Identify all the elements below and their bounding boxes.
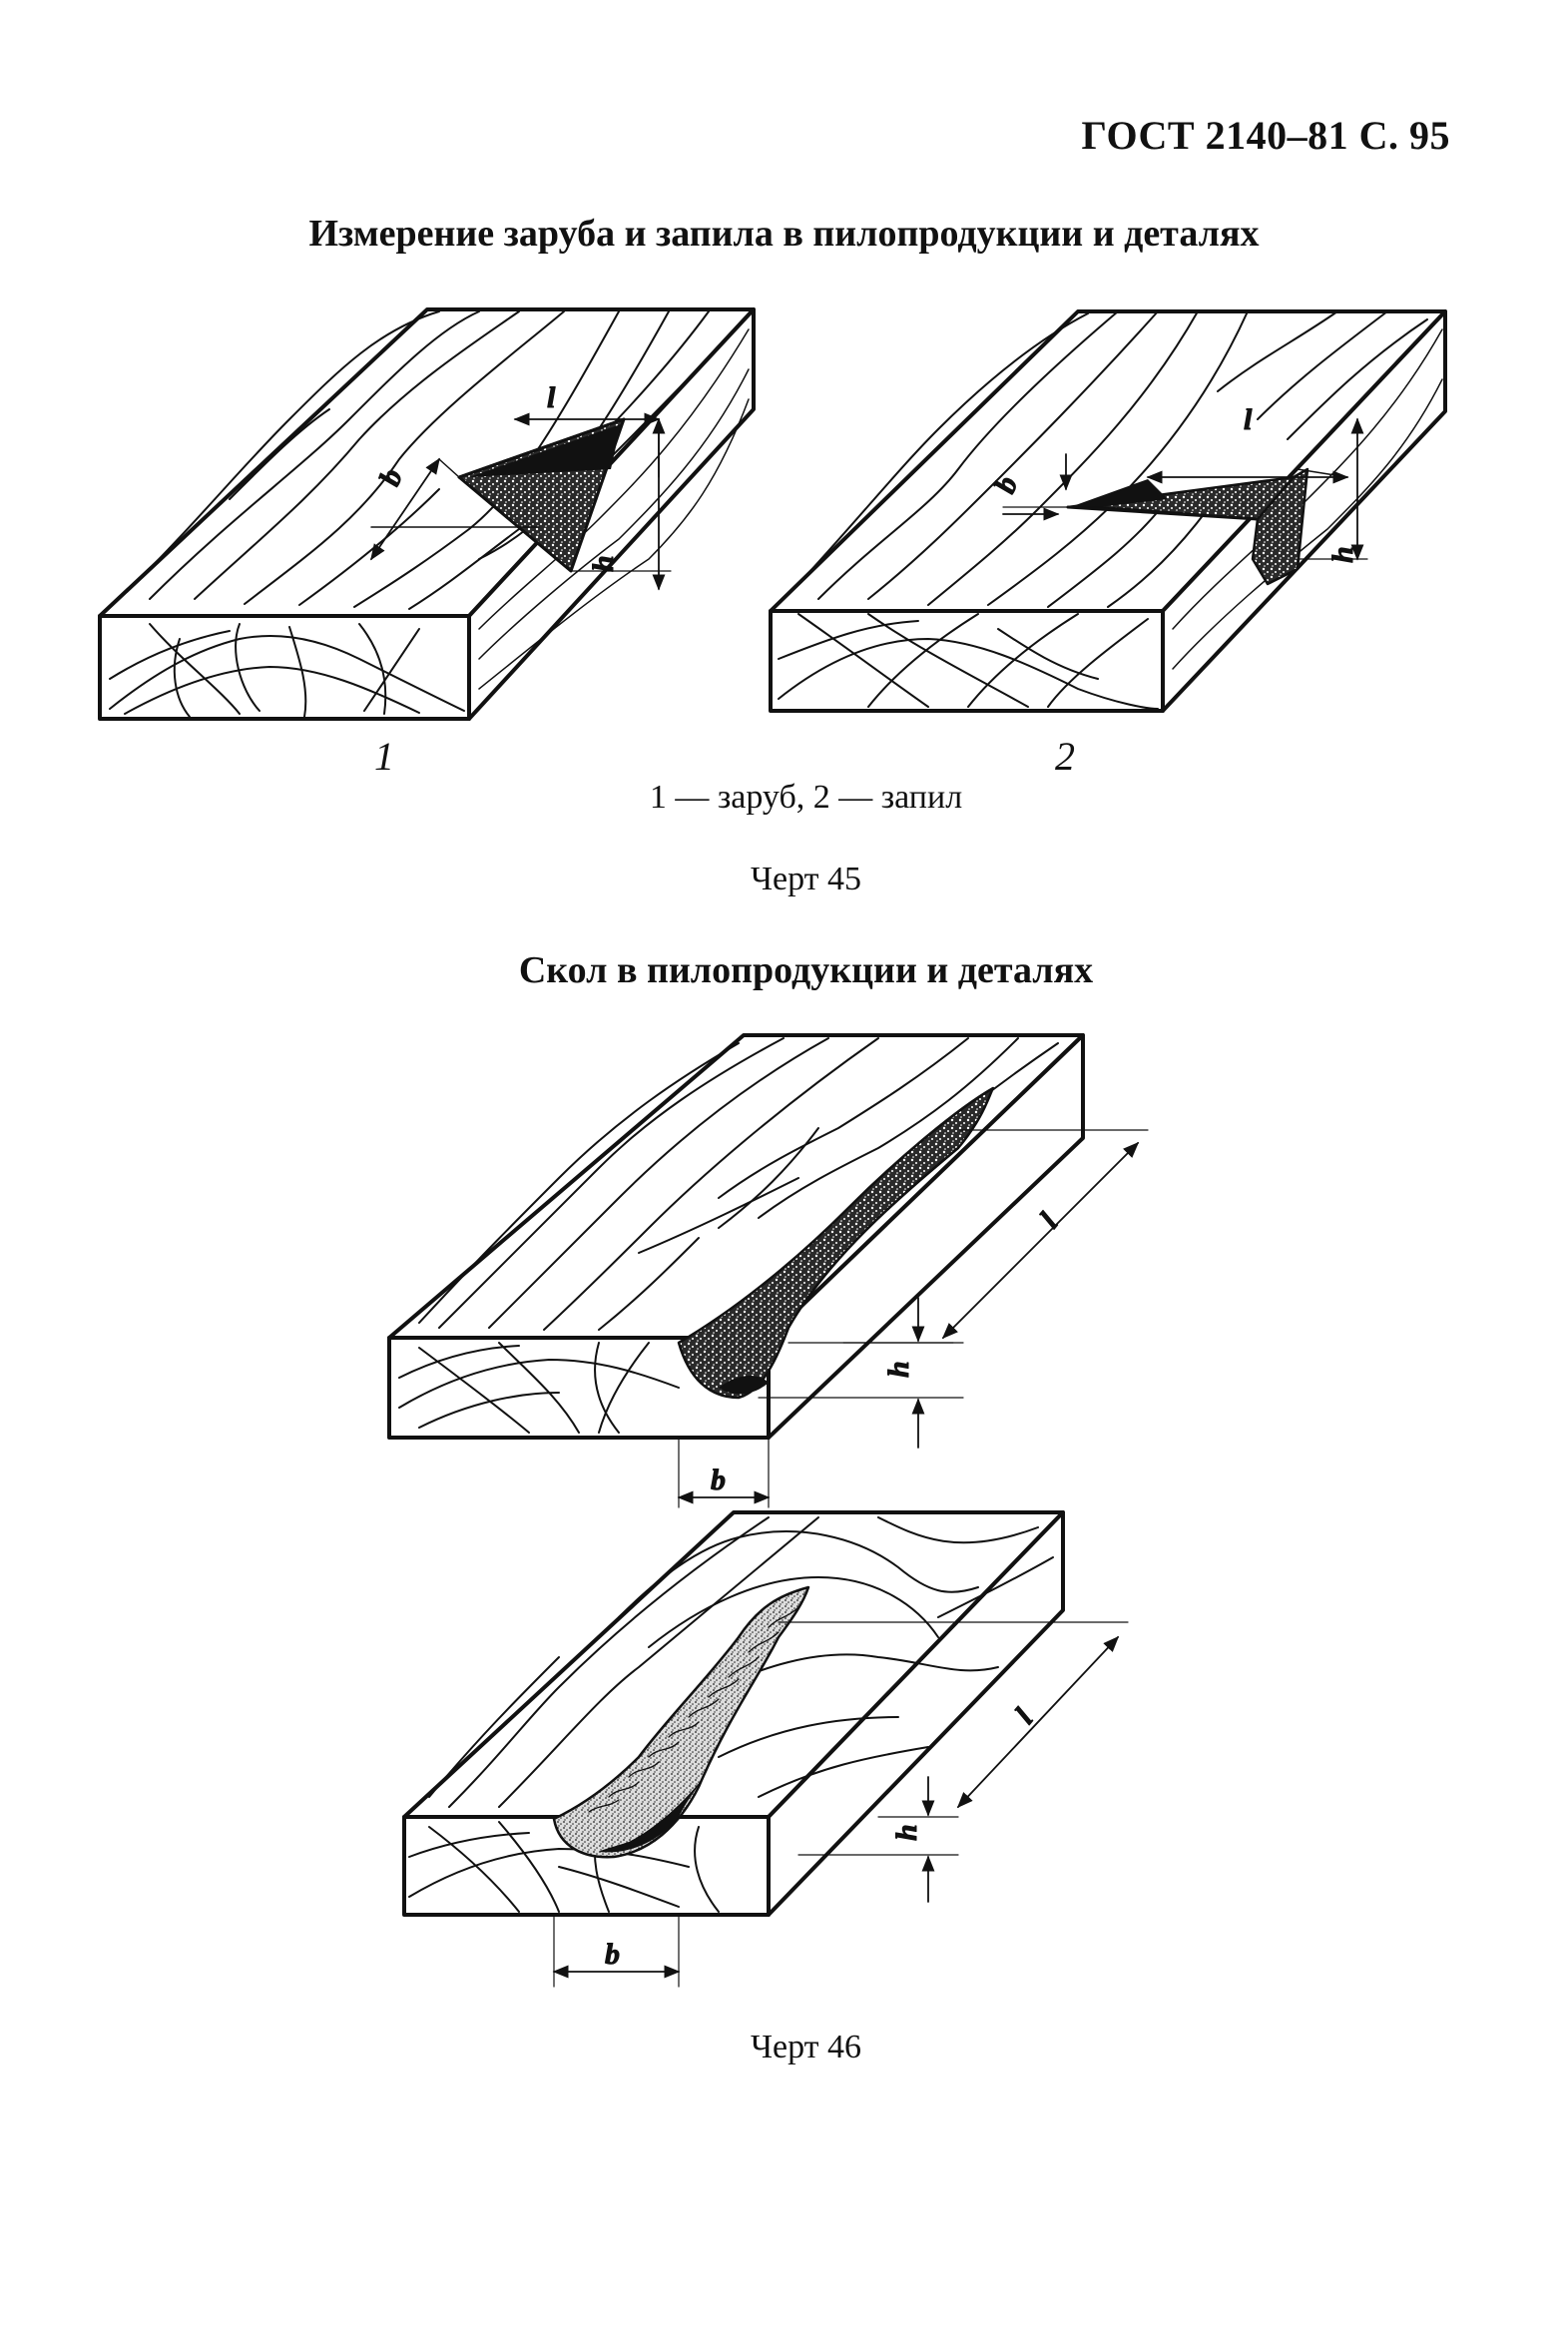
dim-label-h-3: h: [882, 1361, 915, 1378]
board-notch: l b h: [98, 307, 756, 721]
figure-legend: 1 — заруб, 2 — запил: [649, 779, 963, 816]
dim-label-h-2: h: [1326, 546, 1359, 563]
dim-label-l-4: l: [1009, 1702, 1040, 1730]
section-1-title: Измерение заруба и запила в пилопродукци…: [308, 213, 1260, 255]
board-chip-face: l h b: [402, 1510, 1129, 1988]
page-header: ГОСТ 2140–81 С. 95: [1081, 113, 1450, 158]
dim-label-b-3: b: [711, 1464, 726, 1496]
board-saw-cut: l b h: [769, 309, 1447, 713]
dim-label-l-2: l: [1244, 403, 1253, 436]
dim-label-l: l: [547, 381, 556, 414]
dim-label-b-4: b: [605, 1938, 620, 1971]
figure-number-1: 1: [374, 734, 394, 779]
figure-number-2: 2: [1055, 734, 1075, 779]
figure-caption-45: Черт 45: [750, 861, 862, 897]
board-chip-edge: l h b: [387, 1033, 1149, 1508]
dim-label-h: h: [587, 555, 620, 572]
section-2-title: Скол в пилопродукции и деталях: [518, 949, 1094, 991]
figure-caption-46: Черт 46: [750, 2029, 862, 2065]
dim-label-h-4: h: [890, 1824, 923, 1841]
